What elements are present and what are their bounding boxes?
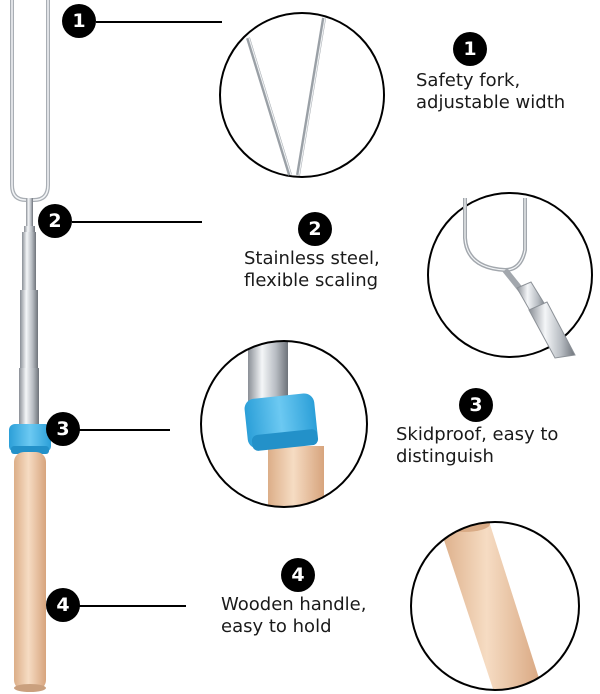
badge-caption-2: 2	[298, 212, 332, 246]
caption-2-line-1: Stainless steel,	[244, 248, 380, 269]
leader-line-1	[96, 21, 222, 23]
leader-line-3	[78, 429, 170, 431]
detail-blue-cap	[200, 340, 368, 508]
caption-4: Wooden handle, easy to hold	[221, 594, 366, 638]
detail-fork-prongs	[219, 12, 385, 178]
badge-left-2: 2	[38, 204, 72, 238]
badge-left-1: 1	[62, 4, 96, 38]
badge-caption-1: 1	[453, 32, 487, 66]
leader-line-2	[72, 221, 202, 223]
badge-caption-4: 4	[281, 558, 315, 592]
caption-1: Safety fork, adjustable width	[416, 70, 565, 114]
caption-3: Skidproof, easy to distinguish	[396, 424, 558, 468]
detail-wooden-handle	[410, 521, 580, 691]
detail-fork-neck	[427, 192, 593, 359]
leader-line-4	[72, 605, 186, 607]
caption-2: Stainless steel, flexible scaling	[244, 248, 380, 292]
caption-3-line-2: distinguish	[396, 446, 494, 467]
badge-left-4: 4	[46, 588, 80, 622]
caption-3-line-1: Skidproof, easy to	[396, 424, 559, 445]
roasting-stick-image	[9, 0, 51, 692]
badge-caption-3: 3	[459, 388, 493, 422]
caption-4-line-1: Wooden handle,	[221, 594, 367, 615]
caption-1-line-1: Safety fork,	[416, 70, 521, 91]
caption-1-line-2: adjustable width	[416, 92, 566, 113]
caption-4-line-2: easy to hold	[221, 616, 332, 637]
badge-left-3: 3	[46, 412, 80, 446]
caption-2-line-2: flexible scaling	[244, 270, 379, 291]
